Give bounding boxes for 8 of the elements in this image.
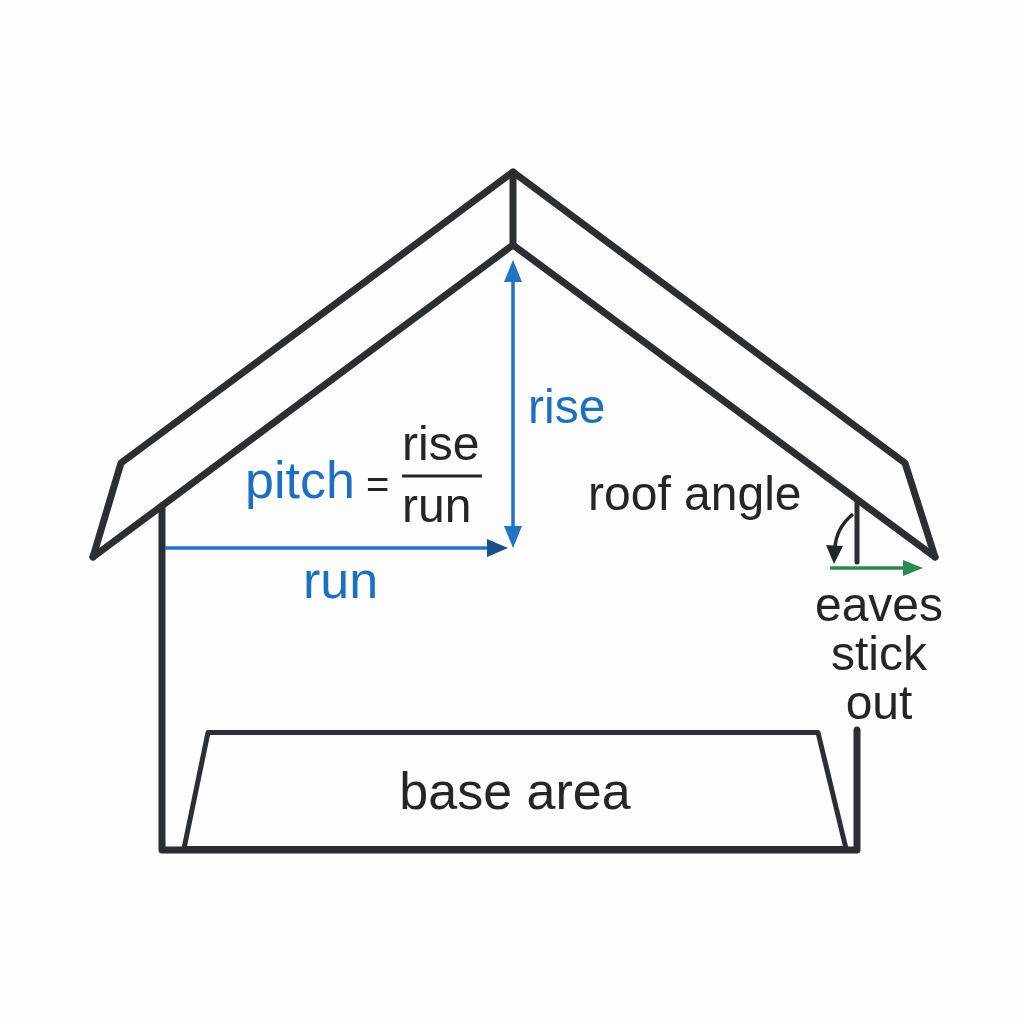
dimension-label: rise [528,383,606,431]
dimension-label: run [303,554,379,606]
equals-sign: = [366,464,390,504]
angle-label: roof angle [588,470,802,518]
fraction-numerator: rise [402,420,480,468]
area-label: base area [399,764,631,817]
fraction-denominator: run [402,482,472,530]
overhang-label: eaves stick out [813,580,945,727]
